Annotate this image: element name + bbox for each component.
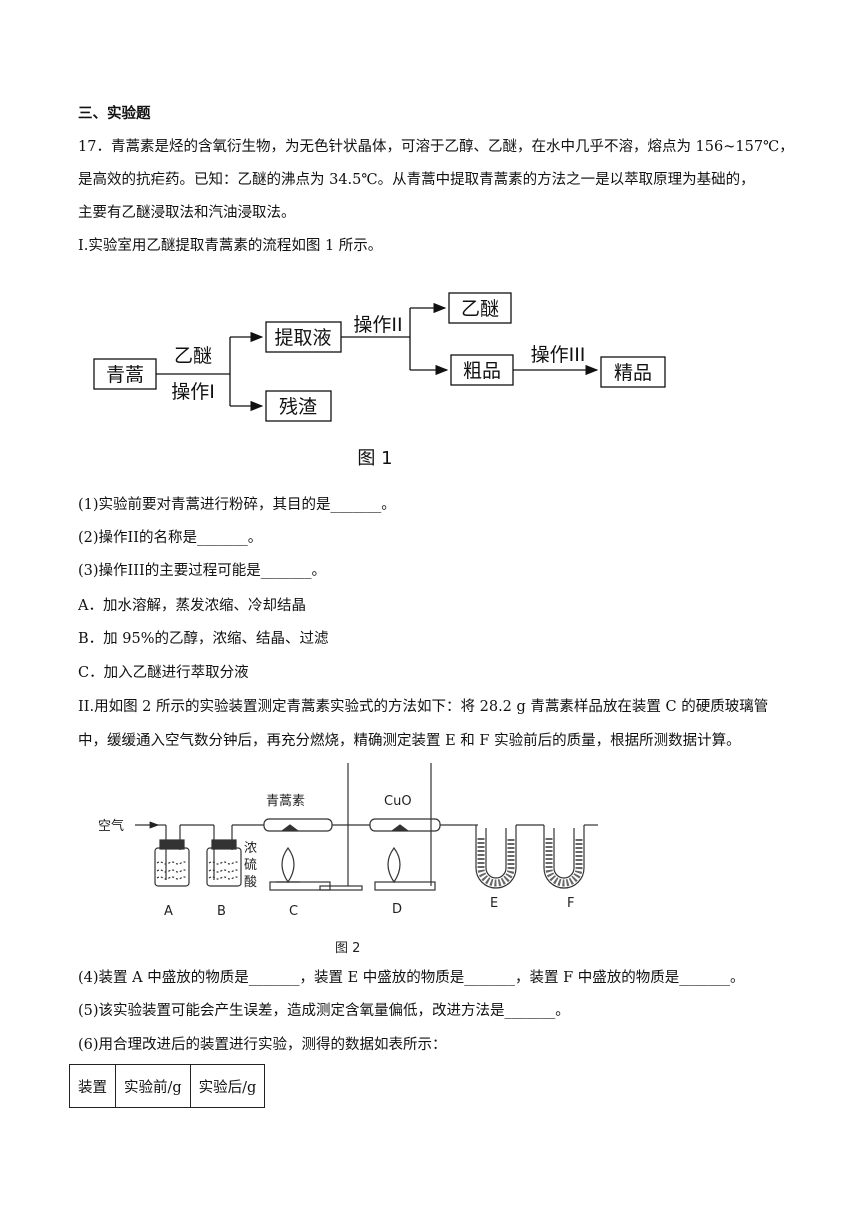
tube-c [263, 763, 370, 891]
node-yimi-box [448, 292, 512, 324]
node-canzha-label: 残渣 [279, 396, 317, 418]
acid-label-3: 酸 [244, 875, 257, 890]
part2-line-1: II.用如图 2 所示的实验装置测定青蒿素实验式的方法如下：将 28.2 g 青… [78, 699, 769, 715]
air-label: 空气 [98, 818, 124, 834]
section-title: 三、实验题 [78, 105, 151, 122]
figure2-apparatus: 空气 青蒿素 CuO 浓 硫 酸 A B C D E F 图 2 [98, 763, 598, 956]
edge-solvent-label: 乙醚 [174, 345, 212, 367]
table-header-after: 实验后/g [189, 1064, 266, 1108]
device-label-f: F [567, 896, 574, 911]
cuo-label: CuO [384, 794, 412, 809]
question-3: (3)操作III的主要过程可能是_______。 [78, 563, 326, 579]
part1-title: I.实验室用乙醚提取青蒿素的流程如图 1 所示。 [78, 238, 383, 254]
edge-op1-label: 操作I [171, 381, 215, 403]
question-5: (5)该实验装置可能会产生误差，造成测定含氧量偏低，改进方法是_______。 [78, 1003, 570, 1019]
device-label-c: C [289, 904, 298, 919]
question-2: (2)操作II的名称是_______。 [78, 530, 263, 546]
node-canzha-box [265, 390, 332, 422]
node-jingpin-label: 精品 [614, 362, 652, 384]
figure1-flowchart: 青蒿 提取液 残渣 乙醚 粗品 精品 乙醚 操作I 操作II 操作III 图 1 [93, 292, 666, 469]
device-label-e: E [490, 896, 498, 911]
edge-op2-label: 操作II [353, 314, 402, 336]
node-qinghao-label: 青蒿 [106, 364, 144, 386]
edge-op3-label: 操作III [531, 344, 586, 366]
tube-d [369, 763, 472, 891]
option-a: A．加水溶解，蒸发浓缩、冷却结晶 [78, 598, 306, 614]
u-tube-f [543, 824, 598, 889]
data-table: 装置 实验前/g 实验后/g [69, 1064, 266, 1108]
node-jingpin-box [600, 356, 666, 388]
sample-label: 青蒿素 [266, 794, 305, 809]
node-yimi-label: 乙醚 [461, 298, 499, 320]
option-b: B．加 95%的乙醇，浓缩、结晶、过滤 [78, 631, 329, 647]
device-label-b: B [217, 904, 226, 919]
option-c: C．加入乙醚进行萃取分液 [78, 665, 249, 681]
acid-label-1: 浓 [244, 841, 257, 856]
question-6: (6)用合理改进后的装置进行实验，测得的数据如表所示： [78, 1037, 447, 1053]
bottle-a [154, 824, 214, 887]
table-header-device: 装置 [69, 1064, 116, 1108]
table-header-before: 实验前/g [115, 1064, 191, 1108]
question-1: (1)实验前要对青蒿进行粉碎，其目的是_______。 [78, 497, 396, 513]
node-tiquye-label: 提取液 [274, 327, 331, 349]
intro-line-1: 17．青蒿素是烃的含氧衍生物，为无色针状晶体，可溶于乙醇、乙醚，在水中几乎不溶，… [78, 139, 794, 155]
device-label-d: D [392, 902, 402, 917]
device-label-a: A [164, 904, 173, 919]
question-4: (4)装置 A 中盛放的物质是_______，装置 E 中盛放的物质是_____… [78, 970, 745, 986]
part2-line-2: 中，缓缓通入空气数分钟后，再充分燃烧，精确测定装置 E 和 F 实验前后的质量，… [78, 733, 741, 749]
table-header-row: 装置 实验前/g 实验后/g [69, 1064, 266, 1108]
intro-line-3: 主要有乙醚浸取法和汽油浸取法。 [78, 205, 296, 221]
figure1-caption: 图 1 [357, 448, 392, 469]
figure2-caption: 图 2 [335, 941, 360, 956]
u-tube-e [472, 824, 544, 889]
intro-line-2: 是高效的抗疟药。已知：乙醚的沸点为 34.5℃。从青蒿中提取青蒿素的方法之一是以… [78, 172, 755, 188]
bottle-b [206, 824, 264, 887]
node-cupin-label: 粗品 [463, 360, 501, 382]
acid-label-2: 硫 [244, 858, 257, 873]
